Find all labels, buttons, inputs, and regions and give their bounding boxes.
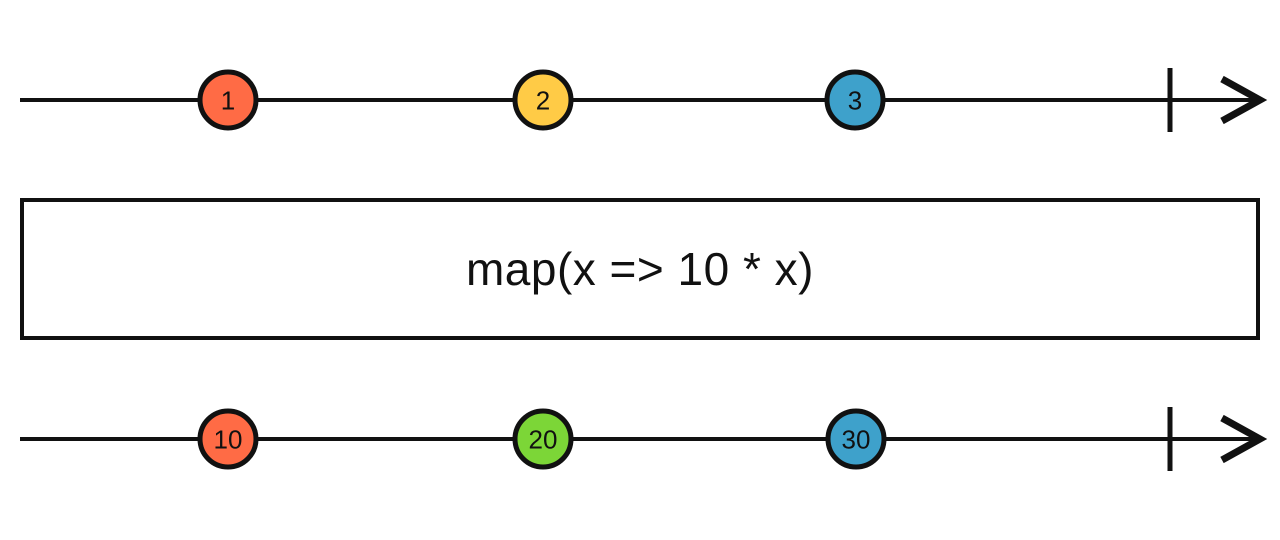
result-observable-marble-20: 20 (512, 408, 574, 470)
result-observable-marble-30: 30 (825, 408, 887, 470)
marble-value: 2 (536, 85, 550, 115)
result-observable-timeline: 10 20 30 (20, 407, 1268, 471)
marble-value: 3 (848, 85, 862, 115)
operator-box: map(x => 10 * x) (20, 198, 1260, 340)
marble-value: 10 (214, 424, 243, 454)
source-observable-marble-2[interactable]: 2 (512, 69, 574, 131)
result-observable-arrowhead-icon (1220, 414, 1268, 464)
result-observable-marble-10: 10 (197, 408, 259, 470)
marble-value: 20 (529, 424, 558, 454)
marble-value: 30 (842, 424, 871, 454)
marble-circle[interactable] (512, 69, 574, 131)
source-observable-arrowhead-icon (1220, 75, 1268, 125)
source-observable-marble-3[interactable]: 3 (824, 69, 886, 131)
source-observable-timeline: 1 2 3 (20, 68, 1268, 132)
marble-circle[interactable] (824, 69, 886, 131)
marble-value: 1 (221, 85, 235, 115)
source-observable-marble-1[interactable]: 1 (197, 69, 259, 131)
marble-circle (197, 408, 259, 470)
marble-circle (512, 408, 574, 470)
operator-label: map(x => 10 * x) (465, 243, 815, 295)
marble-circle[interactable] (197, 69, 259, 131)
marble-circle (825, 408, 887, 470)
